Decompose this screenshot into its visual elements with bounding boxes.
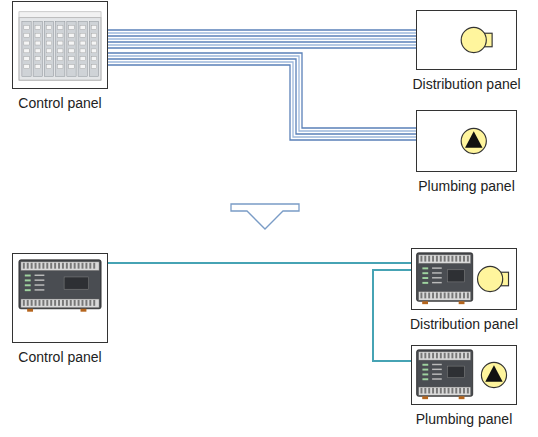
panel-outline xyxy=(411,248,517,310)
panel-label: Plumbing panel xyxy=(418,178,515,194)
panel-box: Distribution panel xyxy=(416,10,517,70)
panel-label: Distribution panel xyxy=(412,76,520,92)
wire xyxy=(108,47,416,48)
panel-outline xyxy=(12,253,108,343)
panel-illustration xyxy=(417,111,516,171)
panel-box: Plumbing panel xyxy=(416,110,517,172)
wire xyxy=(108,56,416,131)
connector xyxy=(373,270,411,361)
connector xyxy=(108,53,416,140)
panel-outline xyxy=(12,1,108,89)
panel-outline xyxy=(416,110,517,172)
wire xyxy=(108,59,416,134)
wire xyxy=(108,65,416,140)
wire xyxy=(108,35,416,36)
wire xyxy=(108,53,416,128)
panel-illustration xyxy=(412,249,516,309)
panel-illustration xyxy=(412,346,516,404)
panel-outline xyxy=(411,345,517,405)
wire xyxy=(108,38,416,39)
wire xyxy=(108,44,416,45)
wire xyxy=(108,41,416,42)
panel-outline xyxy=(416,10,517,70)
panel-label: Control panel xyxy=(18,349,101,365)
panel-illustration xyxy=(417,11,516,69)
transition-arrow xyxy=(231,204,299,229)
connector xyxy=(108,30,416,48)
panel-illustration xyxy=(13,2,107,88)
wire xyxy=(108,62,416,137)
wire xyxy=(108,262,411,264)
panel-box: Control panel xyxy=(12,1,108,89)
panel-box: Distribution panel xyxy=(411,248,517,310)
panel-label: Plumbing panel xyxy=(416,411,513,427)
panel-box: Control panel xyxy=(12,253,108,343)
panel-illustration xyxy=(13,254,107,342)
connector xyxy=(108,263,411,264)
panel-box: Plumbing panel xyxy=(411,345,517,405)
panel-label: Distribution panel xyxy=(410,316,518,332)
wire xyxy=(108,32,416,33)
wire xyxy=(373,270,411,361)
wire xyxy=(108,29,416,30)
panel-label: Control panel xyxy=(18,95,101,111)
